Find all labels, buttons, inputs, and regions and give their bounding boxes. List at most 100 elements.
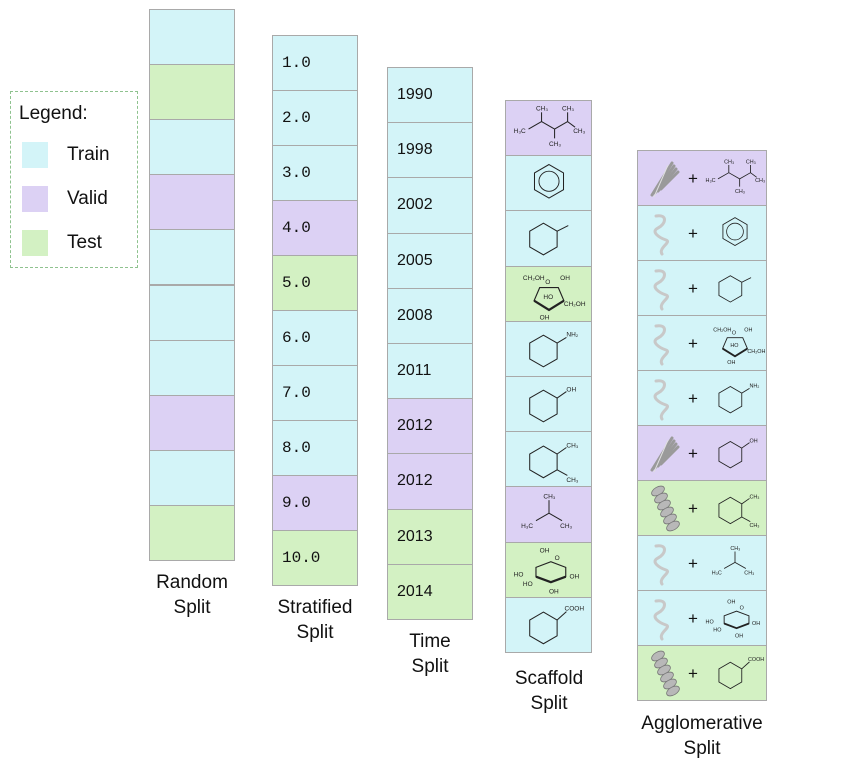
- benzoic-acid-molecule-icon: COOH: [704, 649, 766, 703]
- legend-box: Legend: Train Valid Test: [10, 91, 138, 268]
- svg-text:HO: HO: [543, 293, 553, 300]
- protein-coil-icon: [646, 375, 680, 428]
- time-year-label: 2012: [397, 417, 433, 435]
- time-split-caption: Time Split: [409, 631, 451, 677]
- protein-sheet-icon: [646, 155, 680, 208]
- time-cell: 2014: [387, 563, 473, 620]
- stratified-value-label: 6.0: [282, 329, 311, 347]
- svg-text:CH₃: CH₃: [536, 105, 548, 112]
- protein-coil-icon: [646, 320, 680, 373]
- agglomerative-split-caption: Agglomerative Split: [641, 713, 763, 759]
- stratified-cell: 1.0: [272, 35, 358, 91]
- agglomerative-cell: +: [637, 205, 767, 261]
- svg-text:OH: OH: [735, 633, 743, 639]
- scaffold-cell: [505, 155, 592, 212]
- svg-text:HO: HO: [514, 571, 524, 578]
- svg-text:CH₃: CH₃: [750, 494, 760, 500]
- random-split-caption: Random Split: [156, 572, 228, 618]
- svg-text:OH: OH: [549, 588, 559, 595]
- stratified-cell: 10.0: [272, 530, 358, 586]
- scaffold-split-caption: Scaffold Split: [514, 668, 584, 714]
- aniline-molecule-icon: NH₂: [508, 324, 590, 380]
- time-cell: 2008: [387, 287, 473, 344]
- time-year-label: 2012: [397, 472, 433, 490]
- protein-coil-icon: [646, 265, 680, 318]
- time-cell: 2012: [387, 398, 473, 455]
- stratified-cell: 9.0: [272, 475, 358, 531]
- scaffold-cell: [505, 210, 592, 267]
- svg-text:O: O: [545, 278, 550, 285]
- random-cell: [149, 229, 235, 286]
- svg-text:H₃C: H₃C: [514, 128, 526, 135]
- time-year-label: 2002: [397, 196, 433, 214]
- svg-text:CH₃: CH₃: [560, 523, 572, 530]
- random-cell: [149, 504, 235, 561]
- stratified-cell: 7.0: [272, 365, 358, 421]
- agglomerative-cell: +NH₂: [637, 370, 767, 426]
- svg-text:HO: HO: [730, 343, 738, 349]
- stratified-value-label: 7.0: [282, 384, 311, 402]
- protein-coil-icon: [646, 210, 680, 263]
- time-year-label: 2008: [397, 306, 433, 324]
- aniline-molecule-icon: NH₂: [704, 374, 766, 428]
- svg-text:COOH: COOH: [565, 605, 585, 612]
- plus-sign: +: [688, 168, 698, 188]
- protein-coil-icon: [646, 540, 680, 593]
- time-year-label: 1990: [397, 86, 433, 104]
- plus-sign: +: [688, 663, 698, 683]
- protein-coil-icon: [646, 595, 680, 648]
- time-year-label: 2005: [397, 251, 433, 269]
- svg-text:O: O: [740, 606, 744, 612]
- svg-text:CH₃: CH₃: [750, 523, 760, 529]
- scaffold-cell: OH: [505, 376, 592, 433]
- time-cell: 2002: [387, 177, 473, 234]
- time-cell: 1998: [387, 122, 473, 179]
- stratified-cell: 5.0: [272, 255, 358, 311]
- stratified-split-caption: Stratified Split: [277, 597, 353, 643]
- time-cell: 2012: [387, 453, 473, 510]
- plus-sign: +: [688, 278, 698, 298]
- stratified-value-label: 3.0: [282, 164, 311, 182]
- time-year-label: 2011: [397, 362, 432, 380]
- protein-helix-icon: [646, 650, 680, 703]
- svg-text:CH₃: CH₃: [730, 546, 740, 552]
- stratified-value-label: 2.0: [282, 109, 311, 127]
- stratified-value-label: 5.0: [282, 274, 311, 292]
- svg-text:H₃C: H₃C: [706, 178, 716, 184]
- stratified-cell: 2.0: [272, 90, 358, 146]
- random-cell: [149, 174, 235, 231]
- time-cell: 2011: [387, 343, 473, 400]
- svg-text:OH: OH: [540, 314, 550, 320]
- random-split-column: [149, 9, 235, 561]
- toluene-molecule-icon: [704, 264, 766, 318]
- legend-label-valid: Valid: [67, 188, 108, 209]
- svg-text:OH: OH: [569, 573, 579, 580]
- svg-text:OH: OH: [540, 547, 550, 554]
- plus-sign: +: [688, 333, 698, 353]
- stratified-cell: 6.0: [272, 310, 358, 366]
- svg-text:OH: OH: [560, 275, 570, 282]
- legend-swatch-test: [22, 230, 48, 256]
- svg-text:CH₃: CH₃: [735, 189, 745, 195]
- svg-text:OH: OH: [752, 621, 760, 627]
- time-year-label: 1998: [397, 141, 433, 159]
- stratified-value-label: 8.0: [282, 439, 311, 457]
- protein-helix-icon: [646, 485, 680, 538]
- stratified-value-label: 9.0: [282, 494, 311, 512]
- stratified-cell: 3.0: [272, 145, 358, 201]
- svg-text:O: O: [555, 554, 560, 561]
